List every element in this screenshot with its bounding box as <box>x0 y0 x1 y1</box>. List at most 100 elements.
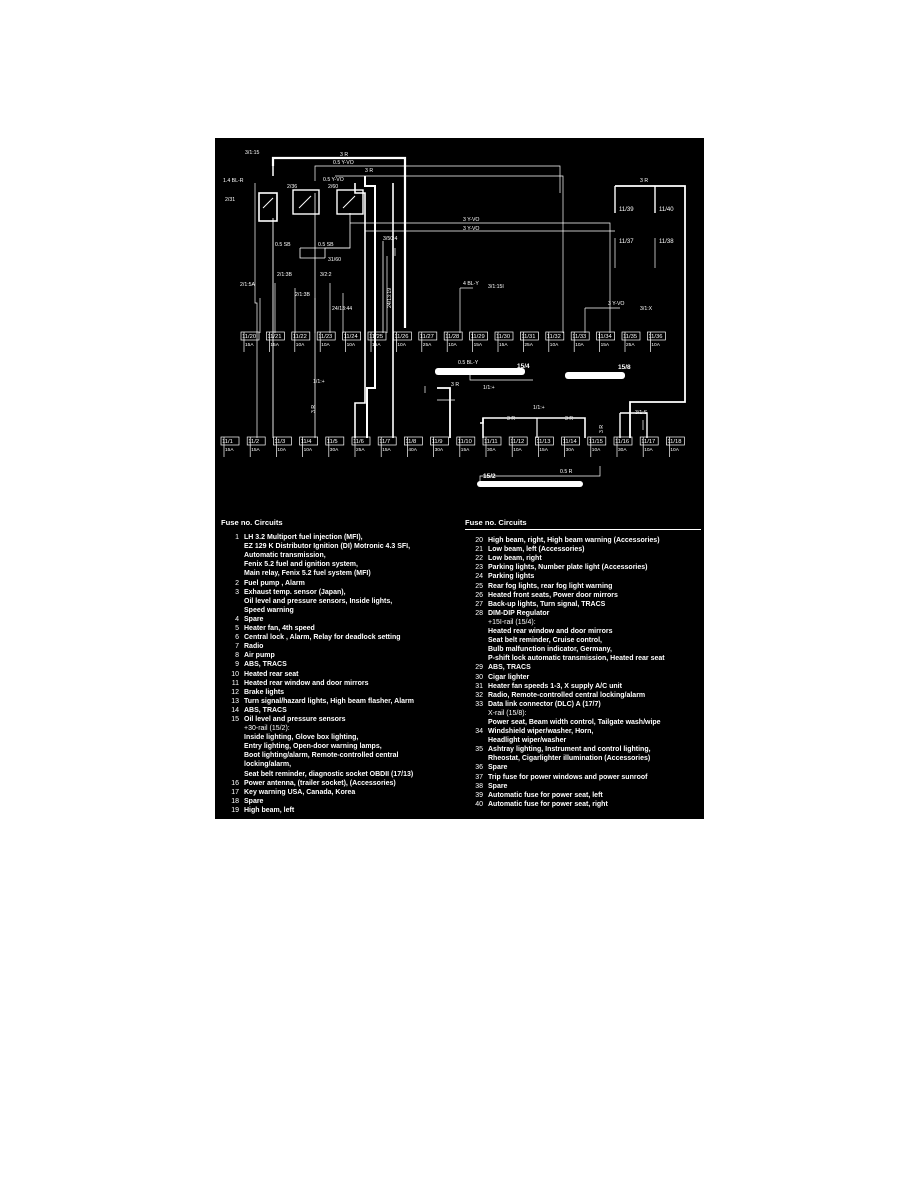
legend-fuse-number: 28 <box>475 609 483 617</box>
fuse-rating: 25A <box>626 342 635 348</box>
legend-item: Main relay, Fenix 5.2 fuel system (MFI) <box>221 569 459 578</box>
fuse-rating: 10A <box>397 342 406 348</box>
legend-circuit-text: Heated rear window and door mirrors <box>488 628 613 636</box>
fuse-rating: 10A <box>304 447 313 453</box>
legend-fuse-number: 4 <box>235 615 239 623</box>
legend-fuse-number <box>221 606 244 615</box>
legend-item: Power seat, Beam width control, Tailgate… <box>465 718 701 727</box>
fuse-rating: 10A <box>592 447 601 453</box>
legend-circuit-text: Inside lighting, Glove box lighting, <box>244 734 359 742</box>
wire-3r-right: 3 R <box>640 178 648 184</box>
fuse-rating: 15A <box>461 447 470 453</box>
connector-1-1-plus-b: 1/1:+ <box>483 385 495 391</box>
legend-fuse-number: 16 <box>231 779 239 787</box>
legend-circuit-text: High beam, left <box>244 806 295 814</box>
legend-fuse-number: 12 <box>231 688 239 696</box>
legend-item: +30-rail (15/2): <box>221 724 459 733</box>
legend-item: X-rail (15/8): <box>465 709 701 718</box>
legend-item: EZ 129 K Distributor Ignition (DI) Motro… <box>221 542 459 551</box>
legend-circuit-text: Cigar lighter <box>488 673 530 681</box>
legend-item: Speed warning <box>221 606 459 615</box>
fuse-id: 11/29 <box>471 334 485 340</box>
connector-31-60: 31/60 <box>328 257 341 263</box>
fuse-rating: 10A <box>670 447 679 453</box>
fuse-id: 11/24 <box>344 334 359 340</box>
fuse-rating: 15A <box>539 447 548 453</box>
fuse-id: 11/32 <box>547 334 561 340</box>
wire-0-5-bl-y: 0.5 BL-Y <box>458 360 479 366</box>
legend-circuit-text: Heated rear window and door mirrors <box>244 679 369 687</box>
wire-4-bl-y: 4 BL-Y <box>463 281 479 287</box>
fuse-id: 11/21 <box>267 334 281 340</box>
legend-fuse-number: 3 <box>235 588 239 596</box>
legend-circuit-text: ABS, TRACS <box>488 664 531 672</box>
fuse-rating: 10A <box>513 447 522 453</box>
legend-fuse-number <box>221 733 244 742</box>
legend-fuse-number: 34 <box>475 728 483 736</box>
legend-fuse-number: 36 <box>475 764 483 772</box>
fuse-id: 11/14 <box>563 439 578 445</box>
fuse-id: 11/22 <box>293 334 307 340</box>
legend-fuse-number: 39 <box>475 791 483 799</box>
fuse-id: 11/17 <box>641 439 655 445</box>
fuse-id: 11/12 <box>510 439 524 445</box>
fuse-id: 11/9 <box>432 439 443 445</box>
legend-fuse-number: 10 <box>231 670 239 678</box>
fuse-rating: 40A <box>408 447 417 453</box>
legend-circuit-text: Automatic fuse for power seat, right <box>488 800 608 808</box>
legend-item: Bulb malfunction indicator, Germany, <box>465 645 701 654</box>
legend-item: Rheostat, Cigarlighter illumination (Acc… <box>465 754 701 763</box>
legend-item: Boot lighting/alarm, Remote-controlled c… <box>221 751 459 760</box>
fuse-rating: 25A <box>356 447 365 453</box>
legend-fuse-number: 29 <box>475 664 483 672</box>
legend-fuse-number <box>465 718 488 727</box>
wire-3r-f: 3 R <box>565 416 573 422</box>
connector-2-1-3b: 2/1:3B <box>277 272 293 278</box>
legend-fuse-number: 11 <box>231 679 239 687</box>
connector-1-1-plus-a: 1/1:+ <box>313 379 325 385</box>
legend-circuit-text: Parking lights <box>488 573 535 581</box>
legend-fuse-number <box>465 754 488 763</box>
legend-circuit-text: Radio, Remote-controlled central locking… <box>488 691 646 699</box>
legend-circuit-text: Automatic transmission, <box>244 552 326 560</box>
legend-circuit-text: Main relay, Fenix 5.2 fuel system (MFI) <box>244 570 371 578</box>
legend-fuse-number: 22 <box>475 555 483 563</box>
legend-circuit-text: Low beam, right <box>488 555 542 563</box>
legend-circuit-text: Speed warning <box>244 606 294 614</box>
fuse-rating: 25A <box>423 342 432 348</box>
fuse-rating: 15A <box>225 447 234 453</box>
connector-24-13-44: 24/13:44 <box>332 306 352 312</box>
fuse-id: 11/28 <box>445 334 459 340</box>
fuse-id: 11/26 <box>394 334 408 340</box>
fuse-rating: 15A <box>601 342 610 348</box>
fuse-id: 11/36 <box>648 334 662 340</box>
legend-fuse-number <box>221 751 244 760</box>
legend-circuit-text: Spare <box>244 797 264 805</box>
legend-circuit-text: ABS, TRACS <box>244 706 287 714</box>
legend-fuse-number: 17 <box>231 788 239 796</box>
legend-circuit-text: Air pump <box>244 652 275 660</box>
fuse-rating: 15A <box>251 447 260 453</box>
